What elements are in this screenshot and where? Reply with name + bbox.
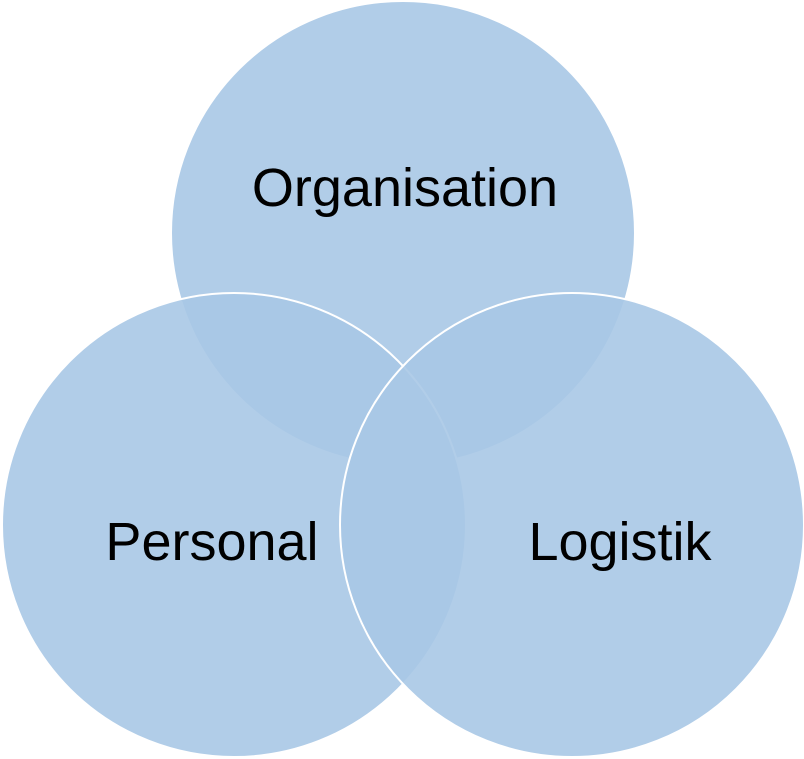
- label-organisation: Organisation: [252, 158, 558, 218]
- circle-logistik: [339, 292, 804, 758]
- venn-labels: Organisation Personal Logistik: [105, 158, 712, 572]
- label-logistik: Logistik: [528, 512, 712, 572]
- label-personal: Personal: [105, 512, 318, 572]
